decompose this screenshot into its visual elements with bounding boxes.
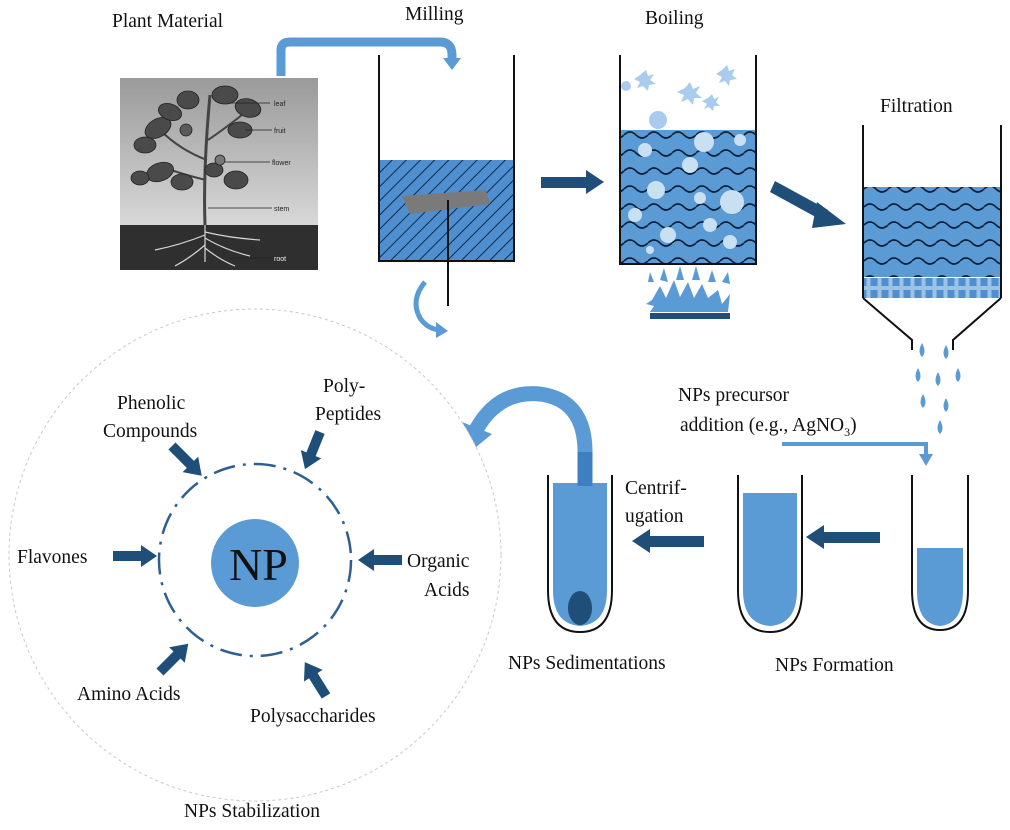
np-sediment-tube [547, 475, 613, 634]
poly-peptides-label-line2: Peptides [315, 404, 381, 425]
precursor-arrow [782, 442, 928, 456]
phenolic-label-line1: Phenolic [117, 393, 186, 414]
rotation-arrow [413, 280, 443, 333]
np-formation-label: NPs Formation [775, 655, 894, 676]
np-sedimentations-label: NPs Sedimentations [508, 653, 666, 674]
amino-acids-arrow [156, 643, 189, 676]
polysaccharides-arrow [303, 662, 331, 699]
centrifugation-label-line2: ugation [625, 506, 684, 527]
filtrate-droplets [915, 343, 961, 434]
precursor-label-line1: NPs precursor [678, 385, 790, 406]
np-mixture-tube [737, 475, 803, 634]
poly-peptides-label-line1: Poly- [323, 376, 365, 397]
centrifugation-arrow [632, 529, 704, 553]
plant-illustration: leaf fruit flower stem root [120, 78, 318, 270]
np-core [211, 519, 299, 607]
polysaccharides-label: Polysaccharides [250, 706, 376, 727]
plant-to-milling-arrowhead [443, 58, 461, 70]
centrifugation-label-line1: Centrif- [625, 478, 687, 499]
flavones-arrow [113, 545, 157, 567]
boiling-to-filtration-arrow [770, 181, 846, 228]
boiling-vessel [619, 55, 757, 319]
filtration-vessel [862, 125, 1002, 350]
fruit-tag: fruit [274, 128, 286, 135]
root-tag: root [274, 256, 286, 263]
boiling-label: Boiling [645, 8, 704, 29]
filtration-label: Filtration [880, 96, 953, 117]
stem-tag: stem [274, 206, 289, 213]
plant-to-milling-arrow [276, 37, 457, 76]
np-formation-tube [911, 475, 969, 632]
poly-peptides-arrow [300, 430, 325, 470]
milling-label: Milling [405, 4, 464, 25]
leaf-tag: leaf [274, 101, 285, 108]
rotation-arrowhead [436, 322, 448, 338]
milling-vessel [378, 55, 515, 306]
to-stabilization-arrow [469, 386, 593, 486]
precursor-label-line2: addition (e.g., AgNO3) [680, 415, 857, 439]
np-core-label: NP [229, 539, 288, 590]
flavones-label: Flavones [17, 547, 87, 568]
np-stabilization-label: NPs Stabilization [184, 801, 320, 822]
flower-tag: flower [272, 160, 291, 167]
organic-acids-label-line1: Organic [407, 551, 470, 572]
precursor-arrowhead [919, 454, 933, 466]
phenolic-label-line2: Compounds [103, 421, 197, 442]
capping-shell [157, 462, 353, 658]
amino-acids-label: Amino Acids [77, 684, 180, 705]
phenolic-arrow [168, 442, 202, 476]
plant-material-label: Plant Material [112, 11, 224, 32]
formation-to-tube-arrow [806, 525, 880, 549]
milling-to-boiling-arrow [541, 170, 604, 194]
organic-acids-label-line2: Acids [424, 580, 470, 601]
organic-acids-arrow [358, 549, 402, 571]
